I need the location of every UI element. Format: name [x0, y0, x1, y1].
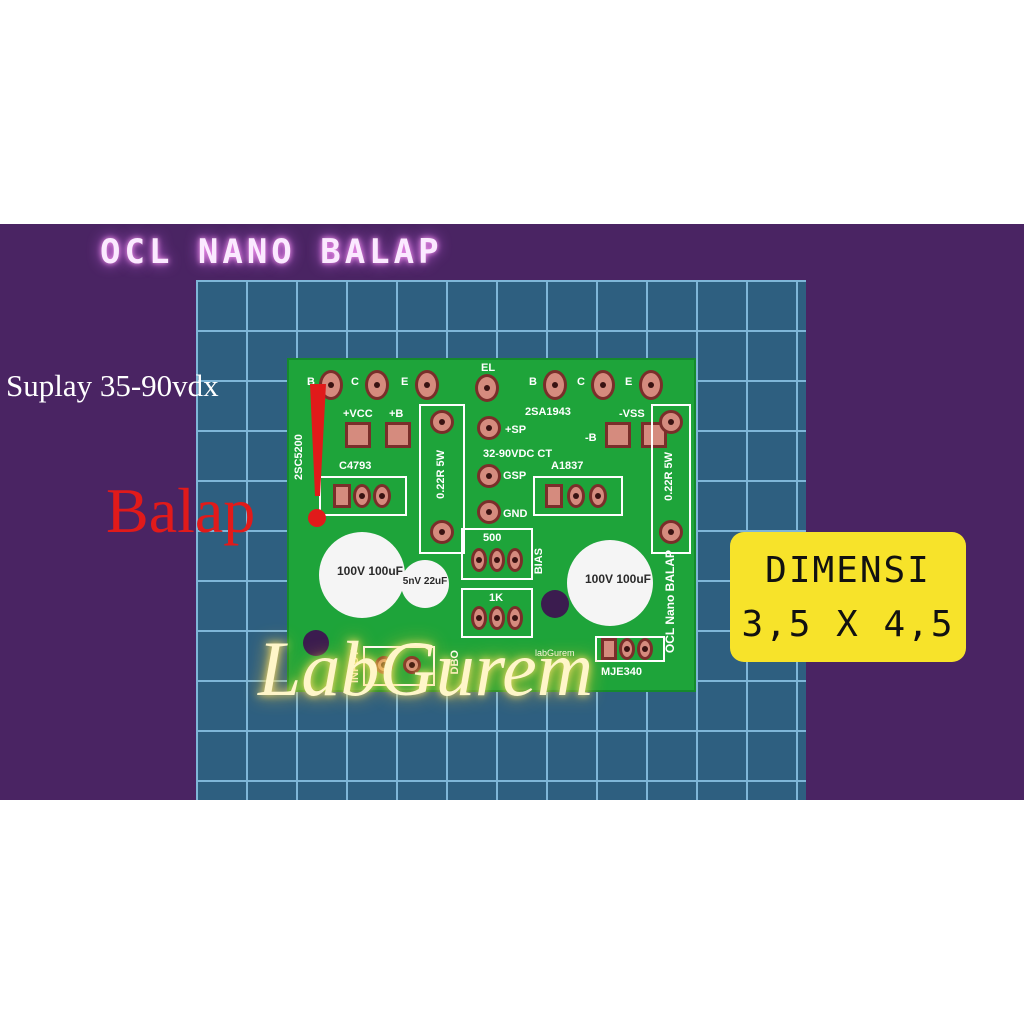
pad — [345, 422, 371, 448]
label-res-left: 0.22R 5W — [435, 450, 447, 499]
pad — [507, 548, 523, 572]
input-connector-outline — [363, 646, 435, 686]
pad — [375, 656, 393, 674]
pad — [415, 370, 439, 400]
resistor-outline-right — [651, 404, 691, 554]
pad — [637, 638, 653, 660]
pad — [403, 656, 421, 674]
banner: OCL NANO BALAP B C E EL B C E 2SC5200 +V… — [0, 224, 1024, 800]
trimmer-1k-outline — [461, 588, 533, 638]
label-cap-right: 100V 100uF — [584, 572, 652, 586]
label-a1837: A1837 — [551, 460, 584, 472]
label-gnd: GND — [503, 508, 528, 520]
pad — [589, 484, 607, 508]
label-2sc5200: 2SC5200 — [293, 434, 305, 480]
label-nano: OCL Nano BALAP — [663, 550, 677, 654]
label-1k: 1K — [489, 592, 504, 604]
dimension-value: 3,5 X 4,5 — [741, 604, 955, 645]
resistor-outline-left — [419, 404, 465, 554]
capacitor-left — [319, 532, 405, 618]
pad — [353, 484, 371, 508]
title-text: OCL NANO BALAP — [100, 232, 443, 272]
label-e-left: E — [401, 376, 409, 388]
pad — [430, 520, 454, 544]
pad — [489, 548, 505, 572]
pad — [477, 500, 501, 524]
pad — [365, 370, 389, 400]
pad — [659, 520, 683, 544]
label-cap-left: 100V 100uF — [336, 564, 404, 578]
pad — [475, 374, 499, 402]
label-plus-b: +B — [389, 408, 404, 420]
label-logo: labGurem — [535, 648, 575, 658]
label-vcc: +VCC — [343, 408, 373, 420]
pad — [659, 410, 683, 434]
label-bias: BIAS — [533, 548, 545, 575]
label-el: EL — [481, 362, 496, 374]
label-b-right: B — [529, 376, 537, 388]
label-c-right: C — [577, 376, 585, 388]
pad — [545, 484, 563, 508]
label-mje340: MJE340 — [601, 666, 642, 678]
pad — [430, 410, 454, 434]
label-vss: -VSS — [619, 408, 645, 420]
capacitor-small — [401, 560, 449, 608]
transistor-outline-right — [533, 476, 623, 516]
pad — [543, 370, 567, 400]
supply-text: Suplay 35-90vdx — [6, 368, 219, 403]
label-cap-small: 5nV 22uF — [402, 576, 448, 587]
label-minus-b: -B — [585, 432, 597, 444]
brand-text: LabGurem — [258, 625, 594, 712]
pad — [477, 464, 501, 488]
balap-text: Balap — [106, 475, 256, 546]
pad — [507, 606, 523, 630]
pad — [567, 484, 585, 508]
dimension-badge: DIMENSI 3,5 X 4,5 — [730, 532, 966, 662]
pad — [477, 416, 501, 440]
pad — [591, 370, 615, 400]
pad — [471, 606, 487, 630]
exclamation-icon — [308, 384, 326, 527]
label-res-right: 0.22R 5W — [663, 452, 675, 501]
capacitor-right — [567, 540, 653, 626]
label-b-left: B — [307, 376, 315, 388]
driver-outline — [595, 636, 665, 662]
pad — [619, 638, 635, 660]
label-c-left: C — [351, 376, 359, 388]
label-e-right: E — [625, 376, 633, 388]
pad — [333, 484, 351, 508]
label-supply-ct: 32-90VDC CT — [483, 448, 553, 460]
label-sp: +SP — [505, 424, 527, 436]
pad — [489, 606, 505, 630]
dimension-label: DIMENSI — [765, 550, 931, 591]
pad — [471, 548, 487, 572]
mounting-hole — [303, 630, 329, 656]
label-gsp: GSP — [503, 470, 527, 482]
label-2sa1943: 2SA1943 — [525, 406, 571, 418]
pad — [373, 484, 391, 508]
label-500: 500 — [483, 532, 502, 544]
pad — [385, 422, 411, 448]
mounting-hole — [541, 590, 569, 618]
trimmer-500-outline — [461, 528, 533, 580]
pad — [605, 422, 631, 448]
pcb-board: B C E EL B C E 2SC5200 +VCC +B 2SA1943 +… — [287, 358, 696, 692]
pad — [601, 638, 617, 660]
label-c4793: C4793 — [339, 460, 372, 472]
pad — [639, 370, 663, 400]
